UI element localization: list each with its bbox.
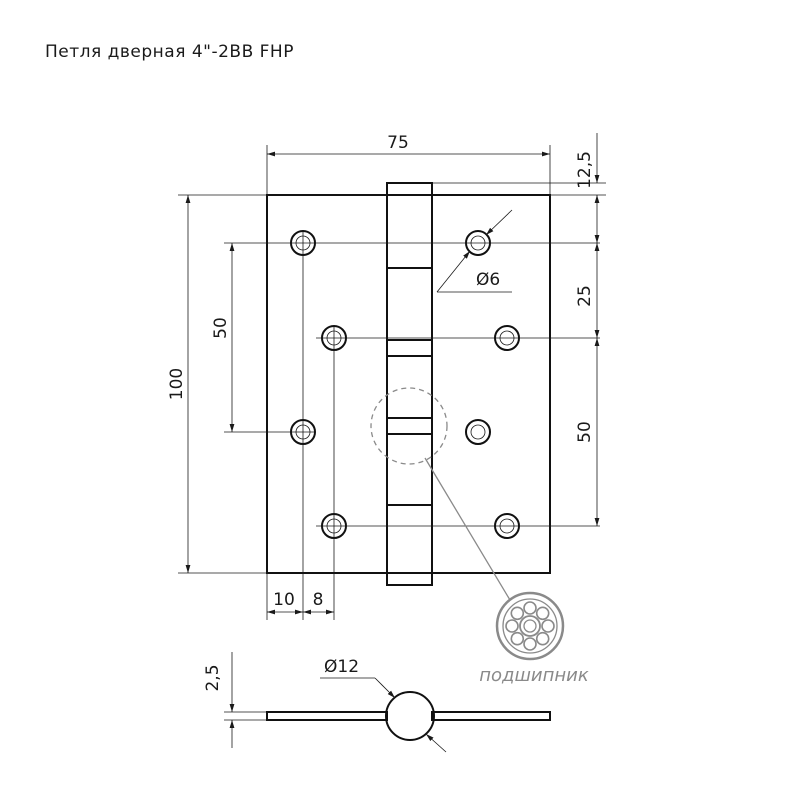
dimension-hole-spacing-right-top-label: 25 [575,285,595,307]
side-knuckle [385,691,435,741]
drawing-title: Петля дверная 4"-2BB FHP [45,42,294,62]
bearing-label: подшипник [479,665,589,686]
bearing-callout: подшипник [370,387,589,686]
bearing-detail-circle [370,387,448,465]
side-left-leaf [266,711,388,721]
dimension-hole-diameter-label: Ø6 [476,270,500,290]
hole-center-lines [224,231,600,620]
dimension-height: 100 [167,194,387,574]
dimension-hole-spacing-right-bottom-label: 50 [575,421,595,443]
dimension-width: 75 [266,133,551,195]
dimension-width-label: 75 [387,133,409,153]
dimension-hole-spacing-left: 50 [211,243,235,432]
dimension-top-offset-label: 12,5 [575,151,595,189]
knuckle-segment-lines [387,194,432,574]
dimension-knuckle-diameter-label: Ø12 [324,657,359,677]
dimension-hole-diameter: Ø6 [436,209,513,293]
screw-hole [465,419,491,445]
dimension-thickness: 2,5 [203,652,235,748]
side-right-leaf [431,711,551,721]
dimension-height-label: 100 [167,368,187,400]
dimension-edge-offset-label: 10 [273,590,295,610]
knuckle [386,182,433,586]
right-leaf [431,194,551,574]
hinge-front-view [224,182,600,620]
dimension-knuckle-diameter: Ø12 [320,657,447,753]
dimension-bottom-offsets: 10 8 [266,573,334,620]
hinge-side-view: 2,5 Ø12 [203,652,551,753]
dimension-hole-spacing-left-label: 50 [211,317,231,339]
dimension-right-chain: 12,5 25 50 [432,133,606,526]
dimension-hole-offset-label: 8 [313,590,324,610]
dimension-thickness-label: 2,5 [203,664,223,691]
bearing-icon [495,591,565,661]
